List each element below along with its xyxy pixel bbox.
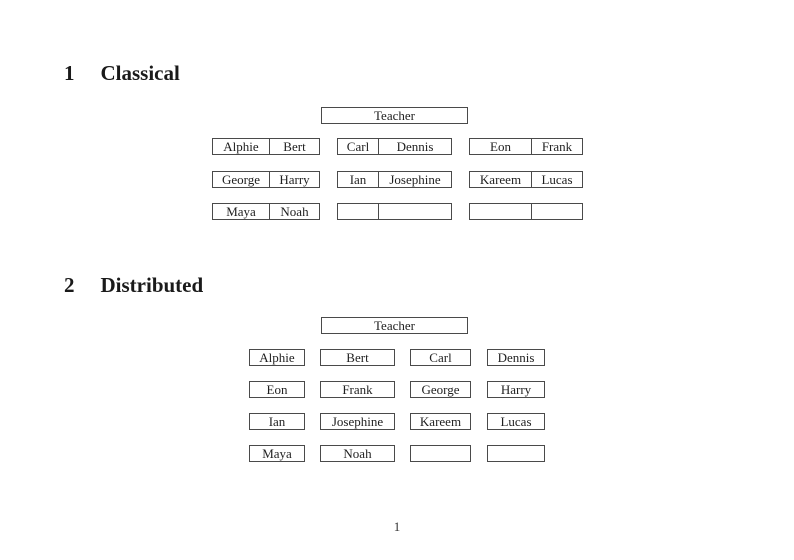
desk-box-empty xyxy=(469,203,583,220)
desk-seat: Eon xyxy=(470,139,532,154)
desk-seat: Bert xyxy=(283,139,306,154)
desk-seat: Kareem xyxy=(470,172,532,187)
seat-box: Frank xyxy=(320,381,395,398)
seat-box: George xyxy=(410,381,471,398)
desk-box: Alphie Bert xyxy=(212,138,320,155)
desk-seat xyxy=(379,204,451,219)
desk-box: Carl Dennis xyxy=(337,138,452,155)
desk-seat xyxy=(532,204,582,219)
desk-seat: Noah xyxy=(280,204,309,219)
seat-box-empty xyxy=(410,445,471,462)
desk-box: Eon Frank xyxy=(469,138,583,155)
seat-box: Alphie xyxy=(249,349,305,366)
seat-box: Harry xyxy=(487,381,545,398)
desk-seat: Dennis xyxy=(396,139,434,154)
seat-box: Ian xyxy=(249,413,305,430)
seat-box: Maya xyxy=(249,445,305,462)
seat-box-empty xyxy=(487,445,545,462)
desk-seat: Carl xyxy=(338,139,379,154)
desk-seat: Maya xyxy=(213,204,270,219)
section-heading-classical: 1 Classical xyxy=(64,61,180,85)
desk-seat: Frank xyxy=(541,139,573,154)
seat-box: Carl xyxy=(410,349,471,366)
seat-box: Bert xyxy=(320,349,395,366)
seat-box: Lucas xyxy=(487,413,545,430)
seat-label: Ian xyxy=(268,414,286,429)
desk-seat xyxy=(338,204,379,219)
seat-label: Eon xyxy=(266,382,288,397)
desk-seat: Alphie xyxy=(213,139,270,154)
desk-seat: George xyxy=(213,172,270,187)
desk-box-empty xyxy=(337,203,452,220)
seat-label: Dennis xyxy=(497,350,535,365)
seat-label: Josephine xyxy=(331,414,384,429)
desk-box: Maya Noah xyxy=(212,203,320,220)
desk-seat: Lucas xyxy=(541,172,573,187)
desk-seat: Ian xyxy=(338,172,379,187)
section-number: 1 xyxy=(64,61,75,85)
section-title: Classical xyxy=(100,61,180,85)
section-heading-distributed: 2 Distributed xyxy=(64,273,203,297)
section-number: 2 xyxy=(64,273,75,297)
seat-label: Alphie xyxy=(259,350,295,365)
page-number: 1 xyxy=(393,519,401,534)
seat-label: Bert xyxy=(346,350,369,365)
seat-label: Carl xyxy=(429,350,452,365)
desk-seat: Harry xyxy=(279,172,310,187)
seat-label: Kareem xyxy=(419,414,462,429)
teacher-label: Teacher xyxy=(374,108,415,123)
seat-label: Noah xyxy=(343,446,372,461)
seat-label: Maya xyxy=(262,446,292,461)
seat-label: Lucas xyxy=(500,414,532,429)
desk-seat xyxy=(470,204,532,219)
desk-box: Ian Josephine xyxy=(337,171,452,188)
seat-label: Harry xyxy=(500,382,532,397)
seat-box: Eon xyxy=(249,381,305,398)
seat-label: Frank xyxy=(342,382,373,397)
teacher-box-distributed: Teacher xyxy=(321,317,468,334)
desk-seat: Josephine xyxy=(389,172,441,187)
seat-label: George xyxy=(421,382,460,397)
section-title: Distributed xyxy=(100,273,204,297)
teacher-box-classical: Teacher xyxy=(321,107,468,124)
desk-box: Kareem Lucas xyxy=(469,171,583,188)
seat-box: Dennis xyxy=(487,349,545,366)
desk-box: George Harry xyxy=(212,171,320,188)
seat-box: Noah xyxy=(320,445,395,462)
seat-box: Josephine xyxy=(320,413,395,430)
seat-box: Kareem xyxy=(410,413,471,430)
teacher-label: Teacher xyxy=(374,318,415,333)
